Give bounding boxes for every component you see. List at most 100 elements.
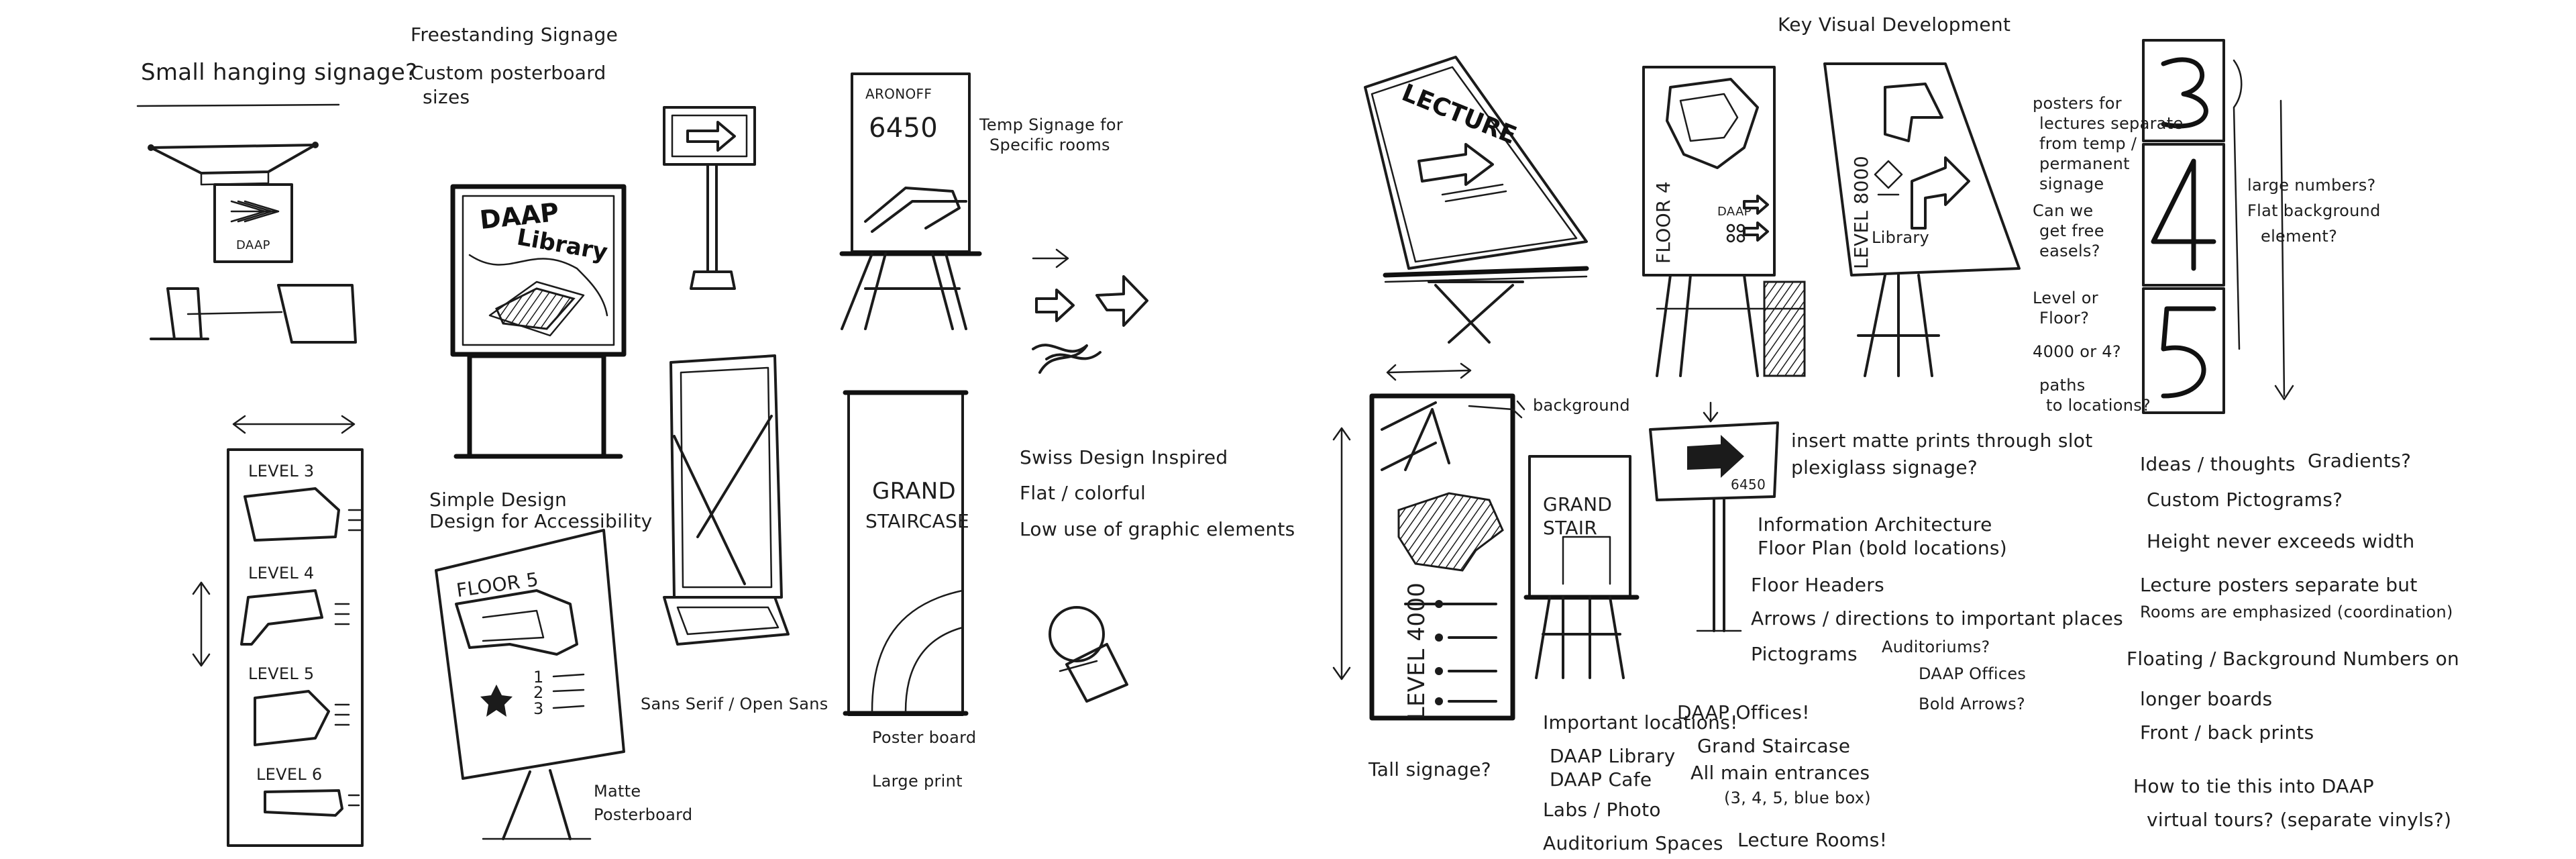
important-grand-staircase: Grand Staircase (1697, 735, 1851, 757)
idea-virtual-tours-1: How to tie this into DAAP (2133, 775, 2374, 797)
important-daap-offices: DAAP Offices! (1677, 701, 1810, 723)
title-underline (136, 103, 340, 107)
title-hanging-signage: Small hanging signage? (141, 59, 418, 86)
info-arch-title: Information Architecture (1758, 513, 1992, 536)
temp-note-1: Temp Signage for (979, 115, 1124, 134)
note-accessibility: Design for Accessibility (429, 510, 653, 532)
floor4-label: FLOOR 4 (1652, 181, 1675, 264)
idea-longer-boards: longer boards (2140, 688, 2273, 710)
poster-note-4: permanent (2039, 154, 2130, 173)
note-simple-design: Simple Design (429, 489, 568, 511)
ideas-title: Ideas / thoughts (2140, 453, 2296, 475)
tall-signage-sketch (1332, 362, 1525, 721)
poster-note-7: get free (2039, 221, 2104, 240)
level4000-label: LEVEL 4000 (1403, 582, 1431, 720)
swiss-note-3: Low use of graphic elements (1020, 518, 1295, 540)
idea-custom-pictograms: Custom Pictograms? (2147, 489, 2343, 511)
level-floor-note-2: Floor? (2039, 309, 2090, 327)
slot-note-2: plexiglass signage? (1791, 456, 1978, 478)
floor5-item-2: 2 (533, 683, 544, 702)
idea-floating-numbers: Floating / Background Numbers on (2127, 648, 2460, 670)
important-entrances-detail: (3, 4, 5, blue box) (1724, 789, 1871, 807)
floor4-easel-sketch (1642, 66, 1806, 377)
grand-staircase-2: STAIRCASE (865, 510, 970, 532)
note-custom-posterboard: Custom posterboard (411, 62, 606, 84)
poster-note-2: lectures separate (2039, 114, 2184, 133)
level8000-library: Library (1872, 228, 1930, 247)
important-title: Important locations! (1543, 711, 1738, 734)
directory-level-4: LEVEL 4 (248, 564, 315, 583)
poster-note-3: from temp / (2039, 134, 2137, 153)
important-lecture-rooms: Lecture Rooms! (1737, 829, 1888, 851)
arrow-doodles (1032, 248, 1148, 374)
aronoff-easel-sketch (839, 72, 982, 330)
idea-front-back: Front / back prints (2140, 721, 2314, 744)
note-sizes: sizes (423, 86, 470, 108)
directory-level-5: LEVEL 5 (248, 664, 315, 683)
idea-virtual-tours-2: virtual tours? (separate vinyls?) (2147, 809, 2452, 831)
grand-stair-2: STAIR (1543, 517, 1598, 539)
temp-note-2: Specific rooms (989, 136, 1110, 154)
poster-note-8: easels? (2039, 242, 2100, 260)
note-freestanding: Freestanding Signage (411, 23, 619, 46)
directory-totem-sketch (192, 415, 364, 847)
level-floor-note-3: 4000 or 4? (2033, 342, 2121, 361)
hanging-sign-label: DAAP (236, 238, 270, 252)
level-floor-note-5: to locations? (2046, 396, 2151, 415)
lecture-easel-sketch (1364, 56, 1589, 344)
idea-lecture-posters: Lecture posters separate but (2140, 574, 2418, 596)
auditoriums-note: Auditoriums? (1882, 638, 1990, 656)
info-arch-item-3: Arrows / directions to important places (1751, 607, 2123, 629)
important-labs-photo: Labs / Photo (1543, 799, 1661, 821)
aronoff-name: ARONOFF (865, 86, 932, 102)
level8000-easel-sketch (1823, 62, 2021, 377)
note-posterboard: Posterboard (594, 805, 693, 824)
poster-note-1: posters for (2033, 94, 2122, 113)
level8000-label: LEVEL 8000 (1849, 156, 1872, 269)
shapes-doodle (1049, 606, 1128, 703)
important-auditorium-spaces: Auditorium Spaces (1543, 832, 1723, 854)
tall-signage-note: Tall signage? (1368, 758, 1491, 780)
info-arch-item-4: Pictograms (1751, 643, 1858, 665)
big-numbers-column (2142, 39, 2294, 414)
slot-note-1: insert matte prints through slot (1791, 430, 2093, 452)
grand-staircase-banner-sketch (843, 390, 969, 716)
grand-note-poster: Poster board (872, 728, 977, 747)
level-floor-note-1: Level or (2033, 289, 2098, 307)
idea-gradients: Gradients? (2308, 450, 2412, 472)
hanging-sign-sketch (148, 142, 357, 344)
level-floor-note-4: paths (2039, 376, 2086, 395)
grand-stair-easel-sketch (1523, 455, 1640, 679)
idea-rooms-emphasized: Rooms are emphasized (coordination) (2140, 603, 2453, 621)
floor5-item-1: 1 (533, 668, 544, 687)
important-daap-library: DAAP Library (1550, 745, 1676, 767)
info-arch-item-2: Floor Headers (1751, 574, 1884, 596)
numbers-note-1: large numbers? (2247, 176, 2376, 195)
idea-height-width: Height never exceeds width (2147, 530, 2415, 552)
note-sans-serif: Sans Serif / Open Sans (641, 695, 828, 713)
numbers-note-3: element? (2261, 227, 2338, 246)
swiss-note-1: Swiss Design Inspired (1020, 446, 1228, 468)
arrow-stand-sketch (663, 106, 756, 290)
floor5-item-3: 3 (533, 699, 544, 718)
poster-note-5: signage (2039, 174, 2104, 193)
right-page-title: Key Visual Development (1778, 13, 2011, 36)
important-daap-cafe: DAAP Cafe (1550, 768, 1652, 791)
bold-arrows-note: Bold Arrows? (1919, 695, 2026, 713)
grand-note-large-print: Large print (872, 772, 963, 791)
note-matte: Matte (594, 782, 641, 801)
arrow-post-sign-sketch (1649, 401, 1779, 632)
library-poster-sketch (450, 184, 627, 459)
background-note: background (1533, 396, 1630, 415)
arrow-sign-room: 6450 (1731, 476, 1766, 493)
grand-stair-1: GRAND (1543, 493, 1613, 515)
grand-staircase-1: GRAND (872, 478, 956, 505)
swiss-note-2: Flat / colorful (1020, 482, 1146, 504)
info-arch-item-1: Floor Plan (bold locations) (1758, 537, 2008, 559)
poster-note-6: Can we (2033, 201, 2094, 220)
directory-level-6: LEVEL 6 (256, 765, 323, 784)
daap-offices-note: DAAP Offices (1919, 664, 2027, 683)
directory-level-3: LEVEL 3 (248, 462, 315, 481)
aronoff-room: 6450 (869, 113, 938, 144)
